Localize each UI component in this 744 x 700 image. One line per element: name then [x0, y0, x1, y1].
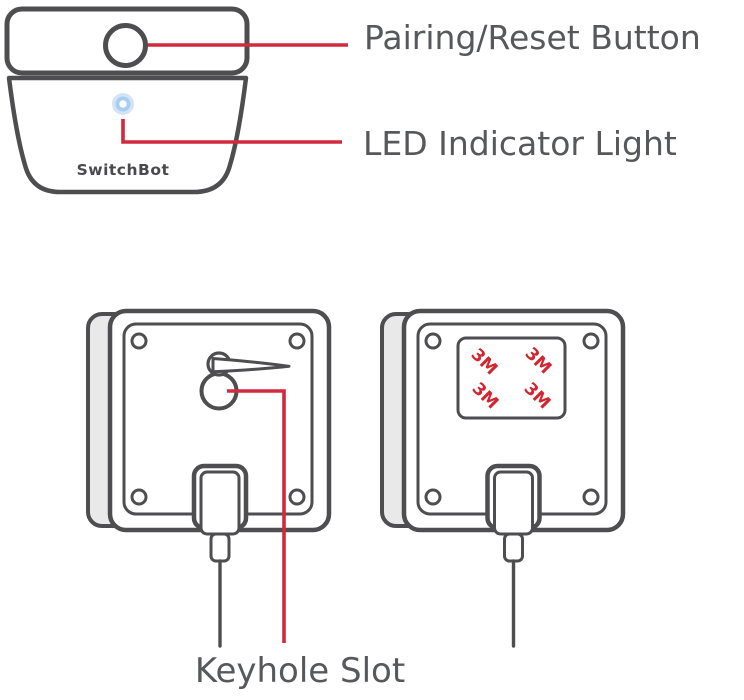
screw-hole	[582, 488, 600, 506]
pairing-reset-button	[103, 23, 148, 68]
screw-hole	[424, 332, 442, 350]
led-indicator-label: LED Indicator Light	[363, 124, 677, 163]
cable-plug	[209, 532, 231, 563]
cable-connector-body	[199, 470, 241, 536]
switchbot-brand-logo: SwitchBot	[76, 161, 170, 179]
cable-connector-body	[493, 470, 534, 536]
screw-hole	[130, 332, 148, 350]
screw-spike	[211, 357, 291, 374]
front-device	[4, 6, 250, 195]
adhesive-pad	[456, 336, 567, 420]
keyhole-slot-label: Keyhole Slot	[194, 651, 406, 691]
callout-lines	[121, 43, 348, 643]
screw-hole	[582, 332, 600, 350]
led-core	[119, 100, 127, 108]
led-indicator-light	[112, 93, 134, 115]
screw-hole	[288, 332, 306, 350]
callout-line-led	[121, 119, 342, 144]
pairing-reset-button-label: Pairing/Reset Button	[364, 18, 701, 57]
screw-hole	[424, 488, 442, 506]
screw-hole	[130, 488, 148, 506]
back-device-keyhole	[86, 308, 332, 648]
back-device-adhesive	[380, 308, 626, 648]
callout-line-keyhole	[227, 389, 286, 643]
screw-hole	[288, 488, 306, 506]
cable-plug	[503, 532, 524, 563]
front-device-body	[6, 75, 249, 195]
